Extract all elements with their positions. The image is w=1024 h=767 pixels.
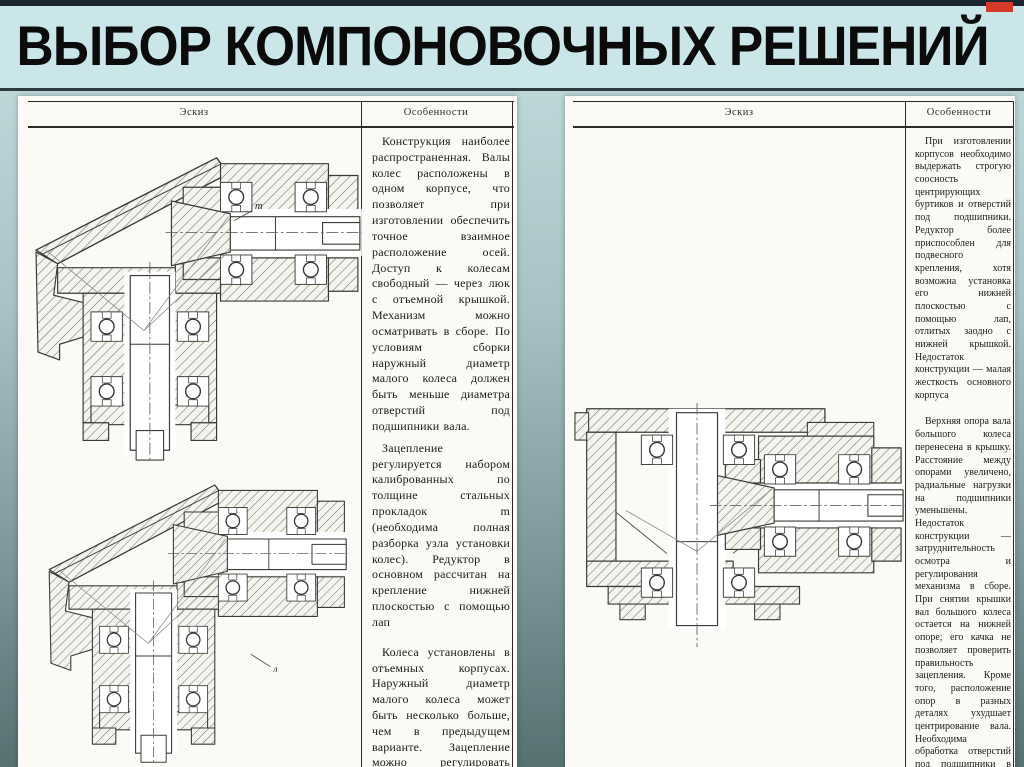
features-text-column: При изготовлении корпусов необходимо выд… <box>915 136 1011 767</box>
table-right-border <box>512 101 513 767</box>
red-corner-marker <box>986 2 1013 12</box>
drawing-label-n: л <box>272 664 277 675</box>
bevel-reducer-drawing-bottom: л <box>28 476 362 764</box>
right-scan-page: Эскиз Особенности При изготовлении корпу… <box>565 96 1015 767</box>
column-header-sketch: Эскиз <box>179 107 209 118</box>
bevel-reducer-drawing-top: m <box>28 148 362 462</box>
table-column-divider <box>361 101 362 767</box>
table-header-rule <box>28 126 514 128</box>
left-scan-page: Эскиз Особенности m л Конструкция наибол… <box>18 96 517 767</box>
features-paragraph: Колеса установлены в отъемных корпусах. … <box>372 644 510 767</box>
table-header-rule <box>573 126 1013 128</box>
slide-title: ВЫБОР КОМПОНОВОЧНЫХ РЕШЕНИЙ <box>16 14 990 77</box>
column-header-sketch: Эскиз <box>724 107 754 118</box>
features-text-column: Конструкция наиболее распространенная. В… <box>372 134 510 767</box>
bevel-reducer-drawing-cap <box>573 396 905 654</box>
features-paragraph: Верхняя опора вала большого колеса перен… <box>915 416 1011 767</box>
slide-title-band: ВЫБОР КОМПОНОВОЧНЫХ РЕШЕНИЙ <box>0 6 1024 91</box>
table-top-rule <box>28 101 514 102</box>
features-paragraph: Зацепление регулируется набором калибров… <box>372 440 510 629</box>
features-paragraph: При изготовлении корпусов необходимо выд… <box>915 136 1011 401</box>
drawing-label-m: m <box>255 200 263 212</box>
table-column-divider <box>905 101 906 767</box>
table-right-border <box>1013 101 1014 767</box>
column-header-features: Особенности <box>403 107 469 118</box>
features-paragraph: Конструкция наиболее распространенная. В… <box>372 134 510 433</box>
column-header-features: Особенности <box>926 107 992 118</box>
top-border-bar <box>0 0 1024 6</box>
table-top-rule <box>573 101 1013 102</box>
